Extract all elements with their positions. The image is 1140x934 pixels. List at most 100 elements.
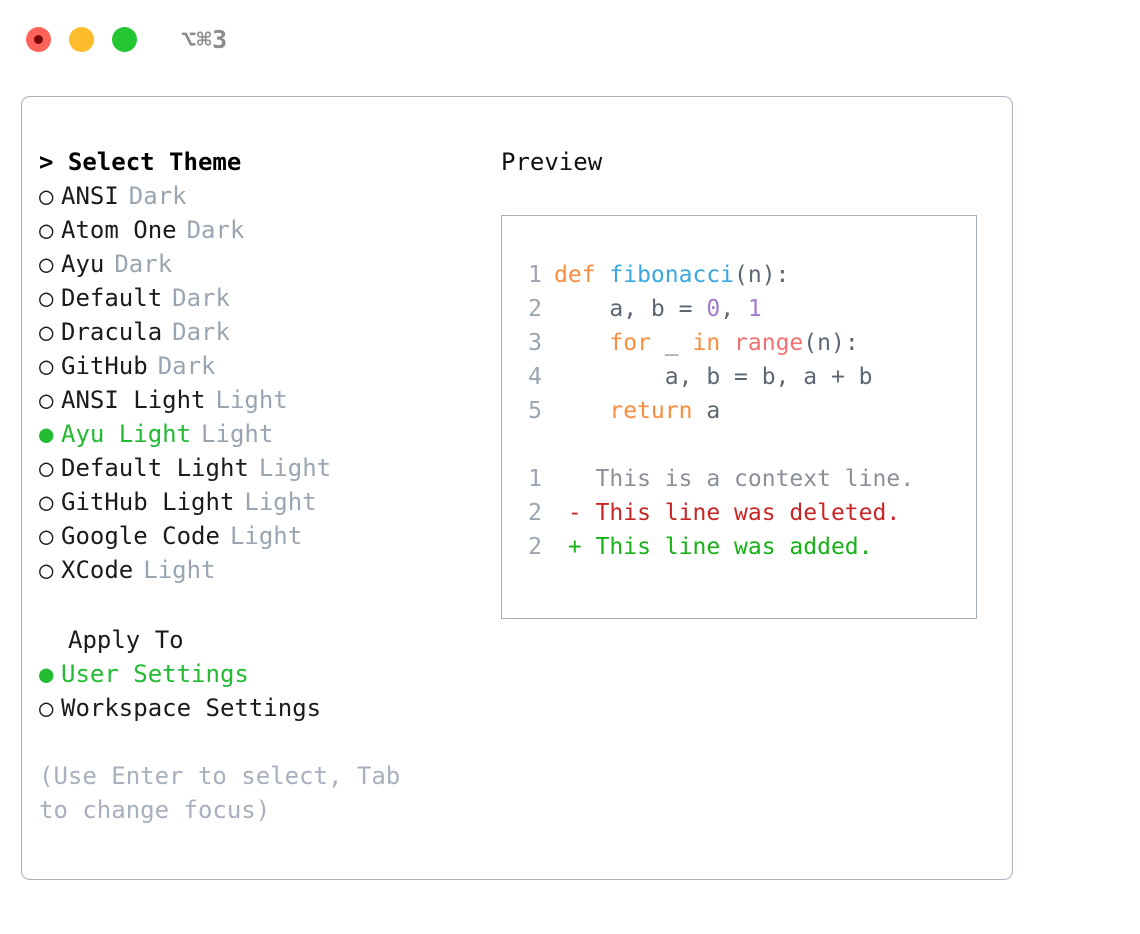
code-line: 5 return a bbox=[520, 394, 914, 428]
diff-marker: + bbox=[554, 534, 582, 560]
theme-option[interactable]: ○XCode Light bbox=[39, 553, 479, 587]
theme-option-label: Ayu Light bbox=[61, 420, 192, 448]
theme-option[interactable]: ○GitHub Dark bbox=[39, 349, 479, 383]
code-token: a, b = b, a + b bbox=[554, 364, 873, 390]
diff-line: 2 + This line was added. bbox=[520, 530, 914, 564]
apply-to-list: ●User Settings○Workspace Settings bbox=[39, 657, 479, 725]
code-token: in bbox=[692, 330, 721, 356]
theme-option-tag: Light bbox=[258, 454, 332, 482]
code-token: return bbox=[609, 398, 693, 424]
theme-option[interactable]: ○ANSI Dark bbox=[39, 179, 479, 213]
code-line: 2 a, b = 0, 1 bbox=[520, 292, 914, 326]
theme-option-label: ANSI bbox=[61, 182, 119, 210]
radio-unselected-icon: ○ bbox=[39, 556, 54, 584]
theme-option-label: XCode bbox=[61, 556, 134, 584]
preview-title: Preview bbox=[501, 148, 603, 176]
code-token: _ bbox=[650, 330, 693, 356]
title-bar: ⌥⌘3 bbox=[0, 0, 1140, 78]
diff-line: 1 This is a context line. bbox=[520, 462, 914, 496]
theme-option[interactable]: ○ANSI Light Light bbox=[39, 383, 479, 417]
theme-option-label: GitHub Light bbox=[61, 488, 235, 516]
line-number: 5 bbox=[528, 398, 542, 424]
line-number: 3 bbox=[528, 330, 542, 356]
apply-to-option[interactable]: ●User Settings bbox=[39, 657, 479, 691]
theme-option-tag: Light bbox=[215, 386, 288, 414]
theme-option-label: Ayu bbox=[61, 250, 105, 278]
radio-unselected-icon: ○ bbox=[39, 352, 54, 380]
maximize-button[interactable] bbox=[112, 26, 137, 52]
radio-selected-icon: ● bbox=[39, 420, 54, 448]
theme-option-label: Google Code bbox=[61, 522, 220, 550]
minimize-button[interactable] bbox=[69, 26, 94, 52]
diff-text: This line was deleted. bbox=[581, 500, 901, 526]
theme-option-label: Atom One bbox=[61, 216, 177, 244]
line-number: 2 bbox=[528, 500, 542, 526]
theme-option-label: Default Light bbox=[61, 454, 249, 482]
apply-to-option-label: User Settings bbox=[61, 660, 249, 688]
code-diff-spacer bbox=[520, 428, 914, 462]
code-token: def bbox=[554, 262, 610, 288]
line-number: 2 bbox=[528, 296, 542, 322]
theme-option-tag: Light bbox=[143, 556, 216, 584]
theme-option-label: GitHub bbox=[61, 352, 148, 380]
code-token bbox=[720, 330, 734, 356]
theme-option[interactable]: ○Ayu Dark bbox=[39, 247, 479, 281]
line-number: 4 bbox=[528, 364, 542, 390]
diff-marker bbox=[554, 466, 582, 492]
radio-unselected-icon: ○ bbox=[39, 522, 54, 550]
theme-option[interactable]: ○GitHub Light Light bbox=[39, 485, 479, 519]
theme-option-label: ANSI Light bbox=[61, 386, 206, 414]
radio-unselected-icon: ○ bbox=[39, 386, 54, 414]
diff-text: This line was added. bbox=[581, 534, 873, 560]
code-token: fibonacci bbox=[609, 262, 735, 288]
code-token: 0 bbox=[706, 296, 721, 322]
radio-unselected-icon: ○ bbox=[39, 488, 54, 516]
radio-unselected-icon: ○ bbox=[39, 216, 54, 244]
apply-to-heading: Apply To bbox=[68, 626, 184, 654]
theme-option-tag: Dark bbox=[128, 182, 187, 210]
theme-option[interactable]: ○Atom One Dark bbox=[39, 213, 479, 247]
theme-option-label: Dracula bbox=[61, 318, 163, 346]
code-token: 1 bbox=[747, 296, 762, 322]
apply-to-option[interactable]: ○Workspace Settings bbox=[39, 691, 479, 725]
theme-option-tag: Dark bbox=[186, 216, 245, 244]
select-theme-heading: > Select Theme bbox=[39, 148, 242, 176]
apply-to-option-label: Workspace Settings bbox=[61, 694, 322, 722]
theme-option-tag: Dark bbox=[114, 250, 173, 278]
theme-option-tag: Light bbox=[229, 522, 303, 550]
code-token bbox=[554, 398, 609, 424]
diff-marker: - bbox=[554, 500, 582, 526]
code-line: 4 a, b = b, a + b bbox=[520, 360, 914, 394]
diff-line: 2 - This line was deleted. bbox=[520, 496, 914, 530]
line-number: 1 bbox=[528, 262, 542, 288]
close-button[interactable] bbox=[26, 26, 51, 52]
line-number: 2 bbox=[528, 534, 542, 560]
theme-option[interactable]: ○Google Code Light bbox=[39, 519, 479, 553]
radio-unselected-icon: ○ bbox=[39, 318, 54, 346]
radio-unselected-icon: ○ bbox=[39, 250, 54, 278]
radio-unselected-icon: ○ bbox=[39, 182, 54, 210]
code-line: 3 for _ in range(n): bbox=[520, 326, 914, 360]
code-token: range bbox=[734, 330, 804, 356]
theme-option-tag: Dark bbox=[157, 352, 216, 380]
code-token: for bbox=[609, 330, 651, 356]
code-token bbox=[554, 330, 609, 356]
section-spacer bbox=[39, 587, 479, 623]
code-token: a, b = bbox=[554, 296, 707, 322]
shortcut-label: ⌥⌘3 bbox=[181, 24, 228, 54]
traffic-lights bbox=[26, 26, 137, 52]
diff-text: This is a context line. bbox=[581, 466, 915, 492]
theme-option-tag: Light bbox=[244, 488, 317, 516]
